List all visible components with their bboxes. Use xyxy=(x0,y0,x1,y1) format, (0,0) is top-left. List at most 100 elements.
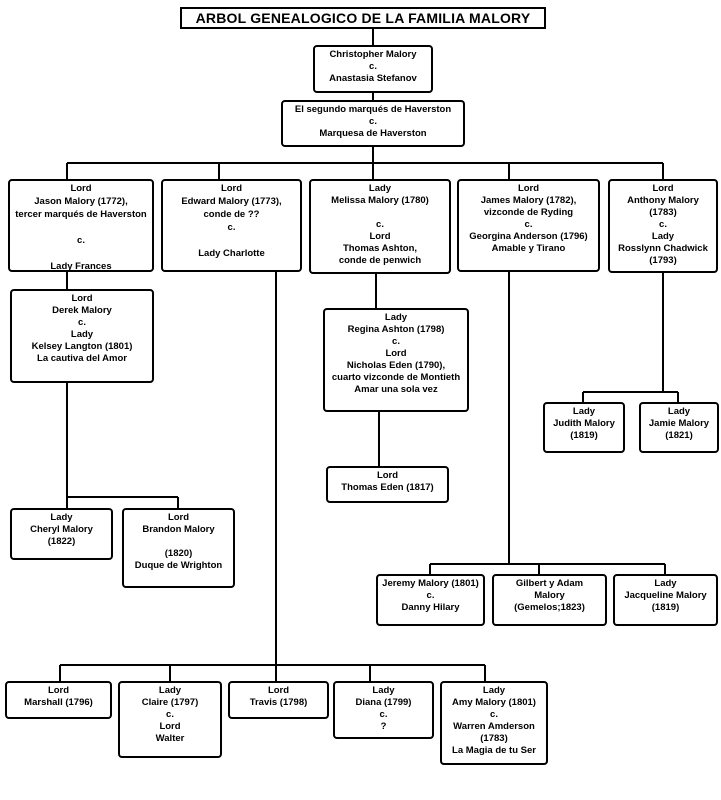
person-line: Amable y Tirano xyxy=(491,243,566,254)
person-line: c. xyxy=(369,116,377,127)
person-line xyxy=(12,248,150,260)
person-line: James Malory (1782), xyxy=(480,195,577,206)
person-line: Regina Ashton (1798) xyxy=(347,324,445,335)
person-line: Lord xyxy=(267,685,290,696)
person-line: La cautiva del Amor xyxy=(37,353,127,364)
person-line: Lady xyxy=(158,685,182,696)
person-line: Marshall (1796) xyxy=(24,697,93,708)
person-line: (1822) xyxy=(47,536,76,547)
person-line: Lord xyxy=(652,183,674,194)
person-line: Brandon Malory xyxy=(142,524,215,535)
person-line: c. xyxy=(369,61,377,72)
person-line: (1793) xyxy=(649,255,677,266)
person-line: c. xyxy=(490,709,498,720)
person-line: (Gemelos;1823) xyxy=(514,602,585,613)
person-line: Anthony Malory xyxy=(627,195,699,206)
person-line: Marquesa de Haverston xyxy=(319,128,427,139)
person-line xyxy=(12,222,150,234)
person-line: Travis (1798) xyxy=(249,697,308,708)
person-line: Jason Malory (1772), xyxy=(34,196,128,207)
person-line: (1820) xyxy=(164,548,193,559)
person-line: Lord xyxy=(517,183,540,194)
person-line: Lord xyxy=(47,685,70,696)
person-line: Lady xyxy=(50,512,73,523)
person-jeremy-malory: Jeremy Malory (1801)c.Danny Hilary xyxy=(376,574,485,626)
person-line: Lady xyxy=(572,406,596,417)
person-line: Gilbert y Adam xyxy=(515,578,584,589)
person-line: Rosslynn Chadwick xyxy=(618,243,708,254)
person-line: Diana (1799) xyxy=(355,697,412,708)
person-line: Lord xyxy=(159,721,181,732)
person-line: (1821) xyxy=(665,430,693,441)
person-line: (1783) xyxy=(480,733,508,744)
person-line: Thomas Eden (1817) xyxy=(341,482,434,493)
person-line: Danny Hilary xyxy=(401,602,460,613)
person-line: Edward Malory (1773), xyxy=(181,196,282,207)
person-line: Amar una sola vez xyxy=(354,384,438,395)
person-line: Warren Amderson xyxy=(453,721,535,732)
person-line: Nicholas Eden (1790), xyxy=(346,360,446,371)
person-line xyxy=(126,536,231,548)
person-line xyxy=(165,235,298,247)
person-line: Lord xyxy=(167,512,190,523)
person-line: Georgina Anderson (1796) xyxy=(469,231,588,242)
person-line: ? xyxy=(380,721,387,732)
person-line: Judith Malory xyxy=(553,418,615,429)
person-line: Cheryl Malory xyxy=(30,524,93,535)
person-line: Lady xyxy=(651,231,675,242)
person-line: Duque de Wrighton xyxy=(134,560,223,571)
person-line: Jeremy Malory (1801) xyxy=(382,578,479,589)
person-line: Lady xyxy=(654,578,677,589)
person-line: cuarto vizconde de Montieth xyxy=(331,372,461,383)
person-line: Lady xyxy=(667,406,691,417)
person-line: (1819) xyxy=(651,602,680,613)
person-line: c. xyxy=(376,219,384,230)
person-line: c. xyxy=(227,222,236,233)
person-line: Malory xyxy=(534,590,565,601)
person-line: c. xyxy=(78,317,86,328)
person-line: Lady xyxy=(372,685,395,696)
person-line: Lady xyxy=(384,312,408,323)
person-line: Lady xyxy=(368,183,392,194)
person-line: La Magia de tu Ser xyxy=(452,745,536,756)
person-line: Christopher Malory xyxy=(329,49,417,60)
person-line: Anastasia Stefanov xyxy=(329,73,417,84)
person-line: Lady xyxy=(70,329,94,340)
person-line: conde de penwich xyxy=(338,255,422,266)
person-line: El segundo marqués de Haverston xyxy=(294,104,452,115)
person-line: c. xyxy=(379,709,388,720)
person-line: Melissa Malory (1780) xyxy=(331,195,429,206)
person-line: c. xyxy=(392,336,400,347)
person-line: c. xyxy=(659,219,667,230)
person-line: Lord xyxy=(385,348,407,359)
person-line: Lord xyxy=(71,293,93,304)
person-line: conde de ?? xyxy=(203,209,260,220)
person-line: (1783) xyxy=(649,207,677,218)
person-line: Kelsey Langton (1801) xyxy=(31,341,133,352)
person-line: tercer marqués de Haverston xyxy=(15,209,147,220)
person-line: c. xyxy=(77,235,85,246)
person-line: Lord xyxy=(220,183,243,194)
person-line: Jacqueline Malory xyxy=(624,590,707,601)
person-line: Lady Charlotte xyxy=(198,248,265,259)
